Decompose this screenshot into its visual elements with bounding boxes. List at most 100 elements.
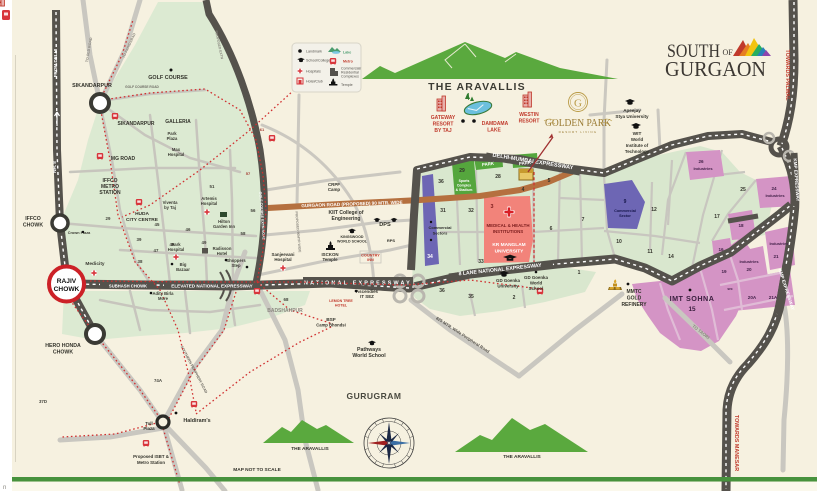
svg-text:KIIT College of: KIIT College of xyxy=(329,210,364,216)
svg-text:WORLD SCHOOL: WORLD SCHOOL xyxy=(337,240,368,244)
svg-text:GATEWAY: GATEWAY xyxy=(431,115,456,121)
svg-text:Engineering: Engineering xyxy=(332,216,361,222)
svg-text:REFINERY: REFINERY xyxy=(621,302,647,308)
svg-text:9: 9 xyxy=(624,199,627,205)
svg-text:5: 5 xyxy=(548,178,551,184)
svg-text:Pathways: Pathways xyxy=(357,347,381,353)
svg-text:Radisson: Radisson xyxy=(213,246,232,251)
svg-text:Commercial/: Commercial/ xyxy=(341,67,361,71)
svg-text:Hotel/Club: Hotel/Club xyxy=(306,80,323,84)
svg-text:21A: 21A xyxy=(769,295,778,300)
svg-text:Adity Birla: Adity Birla xyxy=(153,291,175,296)
svg-text:sec: sec xyxy=(727,287,733,291)
svg-text:Hospital: Hospital xyxy=(201,201,218,206)
svg-text:OF: OF xyxy=(723,48,734,57)
svg-text:World School: World School xyxy=(352,353,386,359)
svg-text:THE ARAVALLIS: THE ARAVALLIS xyxy=(503,454,541,460)
svg-text:7: 7 xyxy=(582,217,585,223)
svg-text:Industries: Industries xyxy=(769,241,789,246)
svg-text:HUDA: HUDA xyxy=(135,211,149,217)
svg-text:KR MANGLAM: KR MANGLAM xyxy=(492,242,525,248)
svg-text:MEDICAL & HEALTH: MEDICAL & HEALTH xyxy=(486,223,529,228)
svg-text:Residential: Residential xyxy=(341,71,359,75)
svg-text:BSF: BSF xyxy=(326,317,336,323)
svg-text:Shoppers: Shoppers xyxy=(226,258,246,263)
svg-text:Institute of: Institute of xyxy=(626,143,649,148)
svg-text:METRO: METRO xyxy=(101,184,119,190)
svg-text:DPS: DPS xyxy=(379,222,391,228)
svg-text:GOLD: GOLD xyxy=(627,296,642,302)
svg-text:GURGAON ROAD (PROPOSED) 90 MTR: GURGAON ROAD (PROPOSED) 90 MTR. WIDE xyxy=(301,200,402,209)
svg-text:MMTC: MMTC xyxy=(627,289,642,295)
svg-text:Haldiram's: Haldiram's xyxy=(183,418,210,424)
svg-text:Step: Step xyxy=(231,263,241,268)
svg-text:21: 21 xyxy=(773,254,779,259)
svg-text:Commercial: Commercial xyxy=(429,225,452,230)
svg-text:1: 1 xyxy=(578,270,581,276)
svg-text:48: 48 xyxy=(170,242,175,247)
svg-text:SIKANDARPUR: SIKANDARPUR xyxy=(72,83,112,89)
svg-text:GOLDEN PARK: GOLDEN PARK xyxy=(545,117,611,129)
svg-text:36: 36 xyxy=(438,179,444,185)
svg-text:47: 47 xyxy=(154,248,159,253)
svg-text:46: 46 xyxy=(186,227,191,232)
svg-text:SUBHASH CHOWK: SUBHASH CHOWK xyxy=(109,284,147,289)
svg-text:Metro: Metro xyxy=(343,60,354,64)
svg-text:12: 12 xyxy=(651,207,657,213)
svg-text:Plaza: Plaza xyxy=(143,426,155,431)
svg-text:Park: Park xyxy=(171,242,181,247)
svg-text:10: 10 xyxy=(616,239,622,245)
svg-text:28: 28 xyxy=(495,174,501,180)
svg-text:NH. 8: NH. 8 xyxy=(52,161,57,173)
svg-text:Temple: Temple xyxy=(341,83,353,87)
svg-text:Big: Big xyxy=(180,262,187,267)
svg-text:Viventa: Viventa xyxy=(163,200,178,205)
svg-text:Lake: Lake xyxy=(343,51,351,55)
svg-text:Hotel: Hotel xyxy=(217,251,227,256)
svg-text:74A: 74A xyxy=(154,378,163,383)
svg-text:GURGAON: GURGAON xyxy=(665,57,766,81)
svg-text:58: 58 xyxy=(241,231,246,236)
svg-text:Commercial: Commercial xyxy=(614,209,636,213)
svg-text:CHOWK: CHOWK xyxy=(54,286,80,293)
svg-text:57: 57 xyxy=(246,171,251,176)
svg-text:Camp Bhondsi: Camp Bhondsi xyxy=(316,323,346,328)
svg-text:Hospital: Hospital xyxy=(168,247,185,252)
svg-text:Ascendies: Ascendies xyxy=(356,289,379,294)
svg-text:UNIVERSITY: UNIVERSITY xyxy=(495,249,525,255)
svg-text:20: 20 xyxy=(746,267,752,272)
svg-text:HOTEL: HOTEL xyxy=(335,304,348,308)
svg-text:INN: INN xyxy=(367,258,374,262)
svg-text:RPS: RPS xyxy=(387,238,396,243)
svg-text:MAP NOT TO SCALE: MAP NOT TO SCALE xyxy=(233,467,281,473)
svg-text:PARK: PARK xyxy=(482,161,495,168)
svg-text:3: 3 xyxy=(491,204,494,210)
svg-text:25: 25 xyxy=(740,187,746,193)
svg-text:TOWARDS PALWAL: TOWARDS PALWAL xyxy=(784,49,790,101)
svg-text:IT SEZ: IT SEZ xyxy=(360,294,374,299)
svg-text:BADSHAHPUR: BADSHAHPUR xyxy=(267,308,303,314)
svg-text:2: 2 xyxy=(513,295,516,301)
svg-text:20A: 20A xyxy=(748,295,757,300)
svg-text:HERO HONDA: HERO HONDA xyxy=(45,343,81,349)
svg-text:Toll: Toll xyxy=(145,421,152,426)
svg-text:More: More xyxy=(158,296,169,301)
svg-text:GOLF COURSE EXTN ROAD: GOLF COURSE EXTN ROAD xyxy=(258,192,265,241)
svg-text:Complex: Complex xyxy=(457,184,471,188)
svg-text:University: University xyxy=(497,284,519,289)
svg-text:GOLF COURSE: GOLF COURSE xyxy=(148,75,188,81)
svg-text:CHOWK: CHOWK xyxy=(23,223,43,229)
svg-text:CITY CENTRE: CITY CENTRE xyxy=(126,217,159,223)
svg-text:DAMDAMA: DAMDAMA xyxy=(482,121,509,127)
svg-text:INSTITUTIONS: INSTITUTIONS xyxy=(493,229,524,234)
svg-text:GALLERIA: GALLERIA xyxy=(165,119,191,125)
svg-text:33: 33 xyxy=(478,259,484,265)
svg-text:6: 6 xyxy=(550,226,553,232)
svg-text:37D: 37D xyxy=(39,399,47,404)
svg-text:68: 68 xyxy=(284,297,289,302)
svg-text:Camp: Camp xyxy=(328,187,341,192)
svg-text:14: 14 xyxy=(668,254,674,260)
svg-text:GURUGRAM: GURUGRAM xyxy=(347,391,402,401)
svg-text:Proposed ISBT &: Proposed ISBT & xyxy=(133,454,170,459)
svg-text:Medicity: Medicity xyxy=(85,261,105,267)
